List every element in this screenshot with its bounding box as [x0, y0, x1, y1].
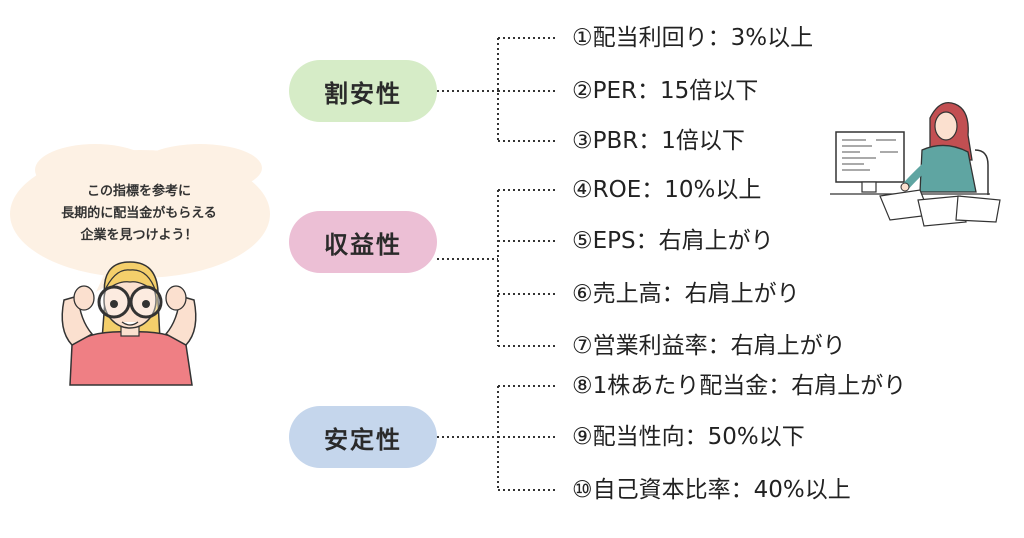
indicator-payout-ratio: ⑨配当性向：50%以下	[572, 424, 805, 450]
category-profitability: 収益性	[289, 211, 437, 273]
indicator-per: ②PER：15倍以下	[572, 78, 759, 104]
bubble-line-2: 長期的に配当金がもらえる	[61, 206, 217, 221]
connector-lines	[437, 37, 558, 491]
indicator-sales: ⑥売上高：右肩上がり	[572, 281, 800, 307]
category-valuation: 割安性	[289, 60, 437, 122]
indicator-equity-ratio: ⑩自己資本比率：40%以上	[572, 477, 851, 503]
indicator-operating-margin: ⑦営業利益率：右肩上がり	[572, 333, 846, 359]
indicator-dps: ⑧1株あたり配当金：右肩上がり	[572, 373, 907, 399]
indicator-pbr: ③PBR：1倍以下	[572, 128, 745, 154]
woman-at-desk-illustration	[830, 101, 1001, 227]
bubble-line-1: この指標を参考に	[86, 184, 191, 199]
category-stability: 安定性	[289, 406, 437, 468]
bubble-line-3: 企業を見つけよう！	[80, 228, 198, 243]
woman-with-glasses-illustration	[61, 261, 197, 386]
indicator-dividend-yield: ①配当利回り：3%以上	[572, 25, 814, 51]
indicator-eps: ⑤EPS：右肩上がり	[572, 228, 774, 254]
speech-bubble: この指標を参考に 長期的に配当金がもらえる 企業を見つけよう！	[8, 156, 270, 272]
indicator-roe: ④ROE：10%以上	[572, 177, 762, 203]
